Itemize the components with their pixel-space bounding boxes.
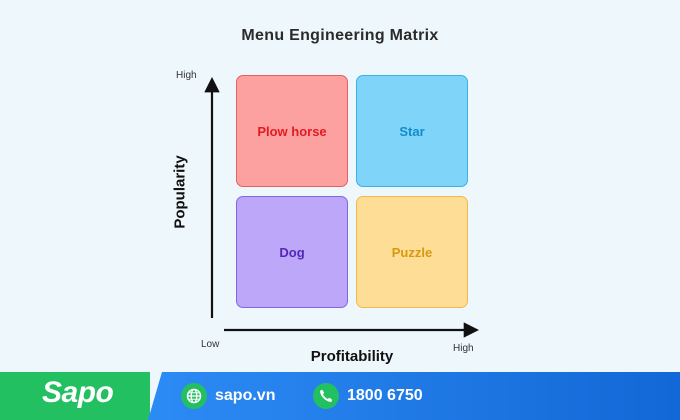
quadrant-star: Star: [356, 75, 468, 187]
x-low-label: Low: [201, 339, 220, 350]
quadrant-puzzle: Puzzle: [356, 196, 468, 308]
quadrant-dog: Dog: [236, 196, 348, 308]
phone-contact[interactable]: 1800 6750: [313, 381, 423, 411]
x-axis-label: Profitability: [310, 348, 394, 365]
axes: [204, 76, 480, 338]
quadrant-puzzle-label: Puzzle: [391, 244, 433, 260]
y-high-label: High: [176, 70, 197, 81]
website-text: sapo.vn: [215, 387, 276, 404]
phone-icon: [313, 383, 339, 409]
footer-contact-area: [148, 372, 680, 420]
x-high-label: High: [453, 343, 474, 354]
website-contact[interactable]: sapo.vn: [181, 381, 275, 411]
y-axis-label: Popularity: [171, 155, 189, 229]
phone-text: 1800 6750: [347, 387, 423, 404]
quadrant-plow-horse: Plow horse: [236, 75, 348, 187]
footer-banner: Sapo sapo.vn 1800 6750: [0, 372, 680, 420]
sapo-logo: Sapo: [42, 376, 114, 409]
quadrant-star-label: Star: [399, 123, 425, 139]
footer-logo-area: Sapo: [0, 372, 150, 420]
globe-icon: [181, 383, 207, 409]
diagram-title: Menu Engineering Matrix: [241, 27, 439, 44]
quadrant-plow-horse-label: Plow horse: [257, 123, 327, 139]
quadrant-dog-label: Dog: [279, 244, 305, 260]
